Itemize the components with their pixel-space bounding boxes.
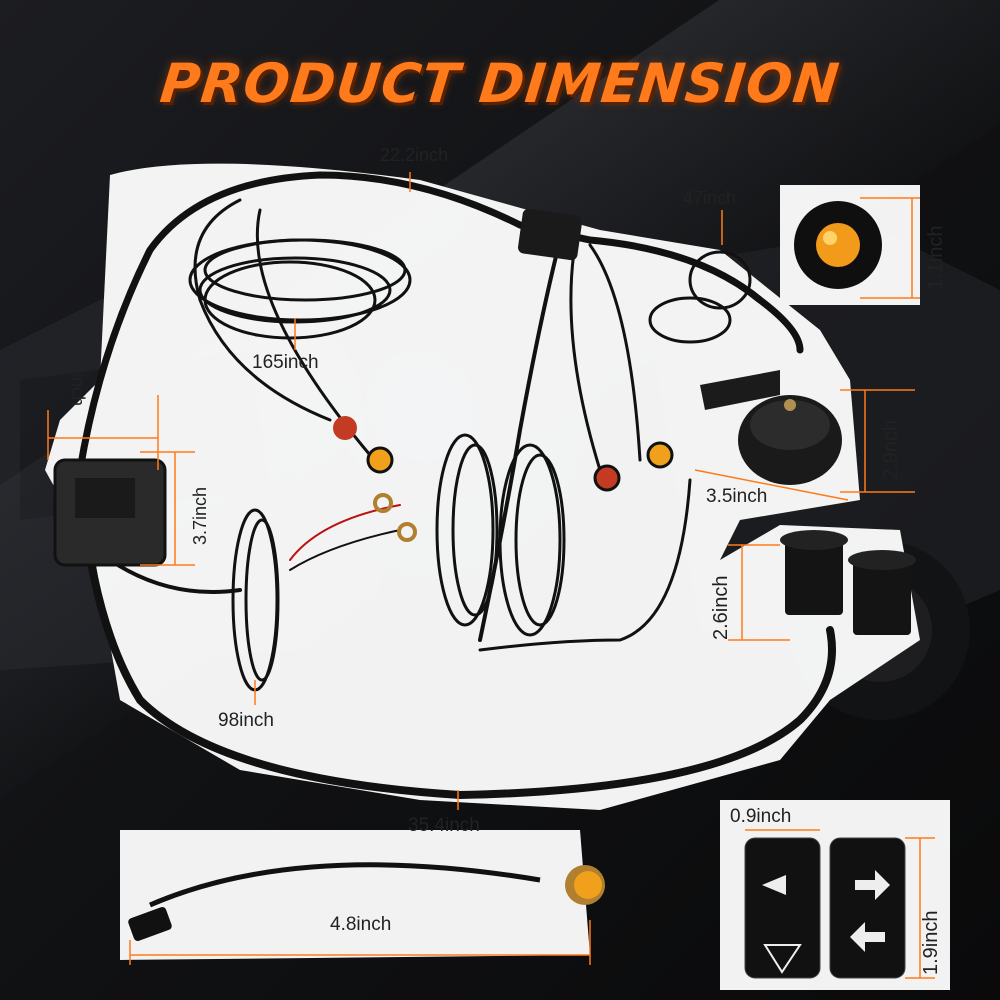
rocker-switches — [780, 530, 916, 635]
coiled-wire-center — [435, 433, 566, 637]
dim-label-35-4: 35.4inch — [408, 815, 480, 836]
dim-label-1-1: 1.1inch — [925, 225, 947, 291]
coiled-wire-47 — [648, 250, 752, 344]
dim-label-98: 98inch — [218, 710, 274, 731]
horn — [700, 370, 842, 485]
dim-label-3-5: 3.5inch — [706, 486, 768, 507]
multi-pin-connector — [518, 208, 583, 261]
dim-label-22-2: 22.2inch — [380, 145, 449, 165]
light-with-lead — [128, 862, 605, 941]
wiring-harness — [76, 171, 836, 800]
dim-label-47: 47inch — [683, 188, 737, 208]
dim-label-3-7: 3.7inch — [190, 486, 210, 545]
dim-label-3-4: 3.4inch — [68, 348, 88, 407]
mini-lights — [333, 416, 674, 542]
dim-label-2-9: 2.9nch — [880, 419, 902, 480]
dim-label-2-6: 2.6inch — [710, 575, 732, 641]
dimension-lines — [47, 172, 935, 979]
amber-marker-light — [794, 201, 882, 289]
control-box-panel — [75, 478, 135, 518]
dim-label-165: 165inch — [252, 352, 319, 373]
dim-label-1-9: 1.9inch — [920, 910, 942, 976]
dim-label-4-8: 4.8inch — [330, 914, 392, 935]
dim-label-0-9: 0.9inch — [730, 806, 792, 827]
switch-faces — [744, 837, 906, 979]
